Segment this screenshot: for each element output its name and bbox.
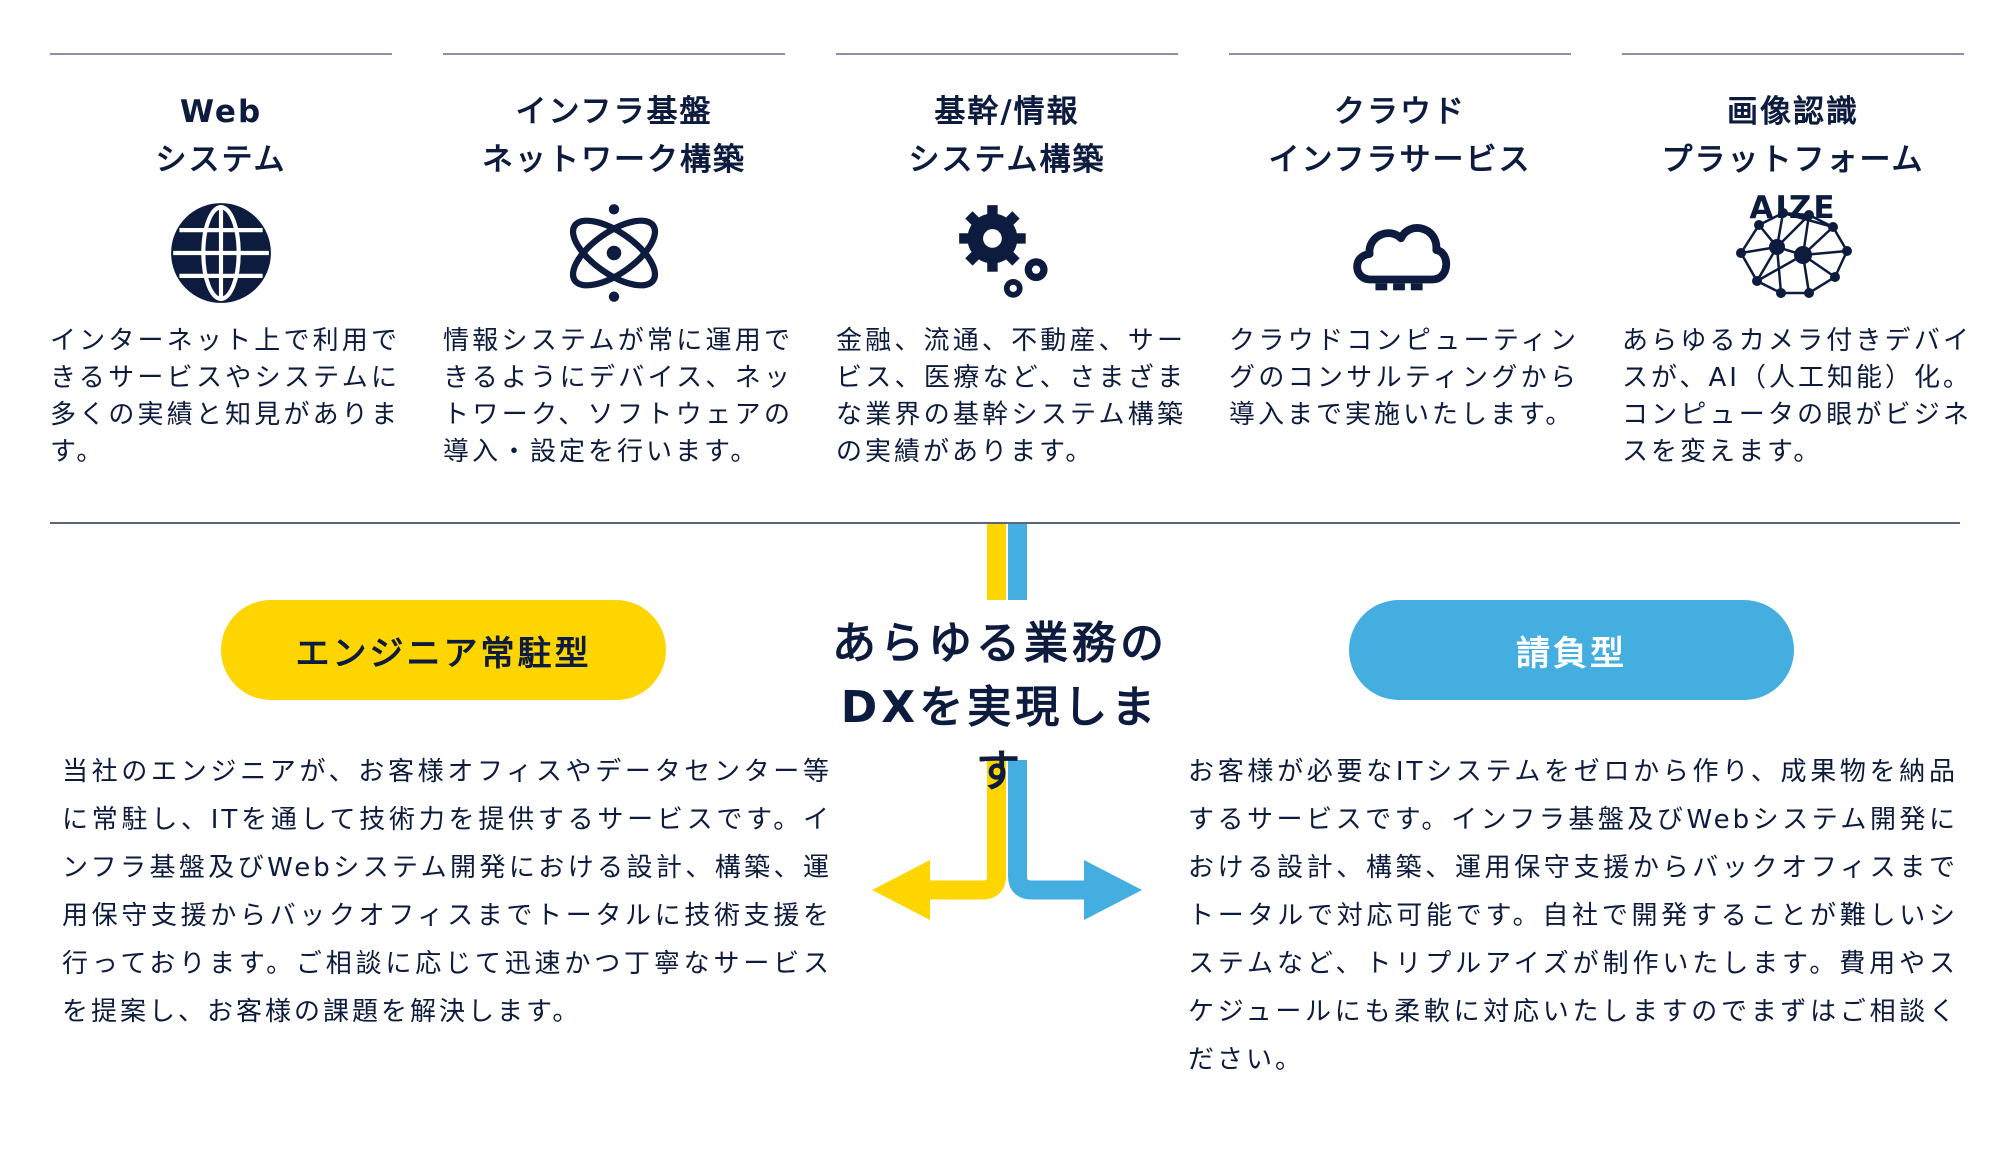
center-heading: あらゆる業務の DXを実現します [832, 618, 1168, 797]
onsite-engineer-label: エンジニア常駐型 [221, 600, 666, 700]
contract-label: 請負型 [1349, 600, 1794, 700]
blue-flow-line [1008, 760, 1084, 900]
service-desc-aize: あらゆるカメラ付きデバイスが、AI（人工知能）化。コンピュータの眼がビジネスを変… [1622, 326, 1972, 467]
blue-stub [1008, 524, 1027, 600]
divider [1622, 53, 1964, 55]
onsite-engineer-description: 当社のエンジニアが、お客様オフィスやデータセンター等に常駐し、ITを通して技術力… [62, 757, 832, 1027]
cloud-icon [1229, 193, 1571, 313]
service-title-web: Web システム [155, 94, 287, 178]
service-desc-web: インターネット上で利用できるサービスやシステムに多くの実績と知見があります。 [50, 326, 400, 467]
right-arrow-head [1084, 860, 1142, 920]
left-arrow-head [872, 860, 930, 920]
section-divider [50, 522, 1960, 524]
divider [1229, 53, 1571, 55]
contract-description: お客様が必要なITシステムをゼロから作り、成果物を納品するサービスです。インフラ… [1188, 757, 1958, 1075]
gears-icon [836, 193, 1178, 313]
yellow-flow-line [930, 760, 1006, 900]
flow-arrows [872, 524, 1142, 920]
divider [443, 53, 785, 55]
service-desc-core: 金融、流通、不動産、サービス、医療など、さまざまな業界の基幹システム構築の実績が… [836, 326, 1186, 467]
service-title-aize: 画像認識 プラットフォームAIZE [1661, 94, 1925, 226]
service-title-infra: インフラ基盤 ネットワーク構築 [482, 94, 746, 178]
service-desc-cloud: クラウドコンピューティングのコンサルティングから導入まで実施いたします。 [1229, 326, 1579, 430]
service-title-cloud: クラウド インフラサービス [1268, 94, 1532, 178]
service-title-core: 基幹/情報 システム構築 [908, 94, 1106, 178]
service-desc-infra: 情報システムが常に運用できるようにデバイス、ネットワーク、ソフトウェアの導入・設… [443, 326, 793, 467]
globe-icon [50, 193, 392, 313]
atom-icon [443, 193, 785, 313]
divider [50, 53, 392, 55]
divider [836, 53, 1178, 55]
neural-network-icon [1622, 193, 1964, 313]
yellow-stub [987, 524, 1006, 600]
